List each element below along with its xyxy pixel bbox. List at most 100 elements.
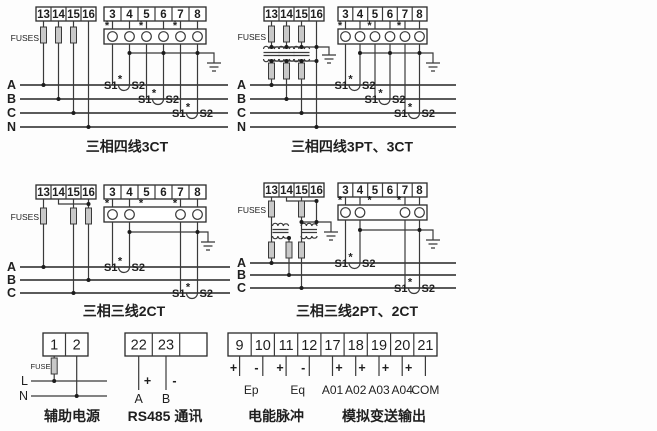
terminal-number: 2 <box>73 338 81 354</box>
screw-terminals <box>107 31 203 42</box>
polarity-mark: * <box>173 20 178 32</box>
cell-dividers <box>50 7 82 21</box>
terminal-number: 7 <box>177 9 183 21</box>
phase-lines <box>20 84 228 128</box>
fuse-icon <box>298 25 305 43</box>
polarity-sign: + <box>358 361 365 375</box>
terminal-number: 9 <box>236 338 244 354</box>
terminal-number: 16 <box>310 9 323 21</box>
terminal-number: 14 <box>280 185 293 197</box>
terminal-number: 3 <box>109 9 115 21</box>
diagram-title: 三相三线2CT <box>83 303 166 319</box>
polarity-sign: - <box>172 374 176 388</box>
terminal-number: 7 <box>177 187 183 199</box>
terminal-number: 16 <box>82 9 95 21</box>
fuse-icon <box>285 241 293 259</box>
ct-star-mark: * <box>152 88 157 100</box>
terminal-number: 7 <box>402 185 408 197</box>
ground-icon <box>206 56 222 72</box>
cell-dividers <box>278 7 310 21</box>
fuse-icon <box>298 241 305 259</box>
terminal-number: 5 <box>372 185 379 197</box>
phase-label: A <box>237 256 246 270</box>
fuse-icon <box>298 62 305 80</box>
terminal-number: 3 <box>109 187 115 199</box>
terminal-number: 8 <box>194 9 201 21</box>
fuse-icon <box>70 207 77 225</box>
cell-dividers <box>120 7 190 21</box>
phase-label: N <box>7 120 16 134</box>
terminal-number: 18 <box>348 338 364 354</box>
terminal-number: 6 <box>387 9 393 21</box>
ct-s2-label: S2 <box>132 262 145 274</box>
terminal-number: 4 <box>126 187 133 199</box>
polarity-sign: + <box>144 374 151 388</box>
polarity-mark: * <box>397 195 402 207</box>
ct-star-mark: * <box>348 252 353 264</box>
line-label: N <box>19 389 28 403</box>
polarity-mark: * <box>367 20 372 32</box>
ct-s2-label: S2 <box>422 283 435 295</box>
terminal-number: 15 <box>67 187 80 199</box>
ct-s1-label: S1 <box>394 283 407 295</box>
junction-dots <box>41 51 200 129</box>
polarity-sign: - <box>301 361 305 375</box>
phase-lines <box>20 266 230 294</box>
wires <box>42 21 215 127</box>
screw-terminal-strip <box>337 204 428 221</box>
terminal-number: 13 <box>265 9 278 21</box>
phase-lines <box>250 84 456 128</box>
ct-star-mark: * <box>348 74 353 86</box>
ct-star-mark: * <box>186 282 191 294</box>
polarity-sign: + <box>230 361 237 375</box>
screw-terminal-strip <box>103 28 207 45</box>
ground-icon <box>323 225 339 241</box>
junction-dots <box>41 202 200 295</box>
ct-coil-icons <box>348 84 421 120</box>
ct-star-mark: * <box>378 88 383 100</box>
pt-transformer-icon <box>271 222 290 240</box>
ct-s2-label: S2 <box>166 94 179 106</box>
ct-s2-label: S2 <box>422 108 435 120</box>
screw-terminal-strip <box>337 28 428 45</box>
terminal-number: 6 <box>160 187 166 199</box>
ct-s2-label: S2 <box>200 108 213 120</box>
cell-dividers <box>352 183 413 197</box>
terminal-number: 4 <box>126 9 133 21</box>
signal-label: A02 <box>345 383 367 397</box>
junction-dots <box>52 379 79 398</box>
terminal-number: 16 <box>310 185 323 197</box>
cell-dividers <box>278 183 310 197</box>
terminal-number: 13 <box>37 187 50 199</box>
fuse-icon <box>298 200 305 218</box>
wire-label: B <box>162 392 170 406</box>
terminal-number: 8 <box>416 185 423 197</box>
section-title: RS485 通讯 <box>128 408 203 424</box>
diagram-3p3w-2pt-2ct: 13 14 15 16 3 4 5 6 7 8 FUSES * * * A B … <box>237 182 456 319</box>
terminal-number: 4 <box>357 9 364 21</box>
polarity-mark: * <box>105 198 110 210</box>
polarity-mark: * <box>173 198 178 210</box>
diagram-3p3w-2ct: 13 14 15 16 3 4 5 6 7 8 FUSES * * * A B … <box>7 184 230 319</box>
terminal-number: 13 <box>37 9 50 21</box>
terminal-number: 10 <box>255 338 271 354</box>
fuse-icon <box>268 25 275 43</box>
cell-dividers <box>151 333 181 356</box>
fuse-icon <box>40 207 47 225</box>
aux-power-section: 1 2 FUSE L N 辅助电源 <box>19 332 107 424</box>
polarity-sign: + <box>405 361 412 375</box>
ct-s2-label: S2 <box>132 80 145 92</box>
cell-dividers <box>250 333 415 356</box>
phase-label: C <box>7 106 16 120</box>
terminal-number: 5 <box>143 9 150 21</box>
phase-label: B <box>7 273 16 287</box>
fuse-icon <box>50 357 58 375</box>
polarity-mark: * <box>139 20 144 32</box>
ct-s1-label: S1 <box>394 108 407 120</box>
cell-dividers <box>352 7 413 21</box>
wire-label: A <box>135 392 144 406</box>
phase-label: A <box>237 78 246 92</box>
fuse-icon <box>268 62 275 80</box>
terminal-number: 17 <box>324 338 340 354</box>
fuse-icon <box>40 26 47 44</box>
